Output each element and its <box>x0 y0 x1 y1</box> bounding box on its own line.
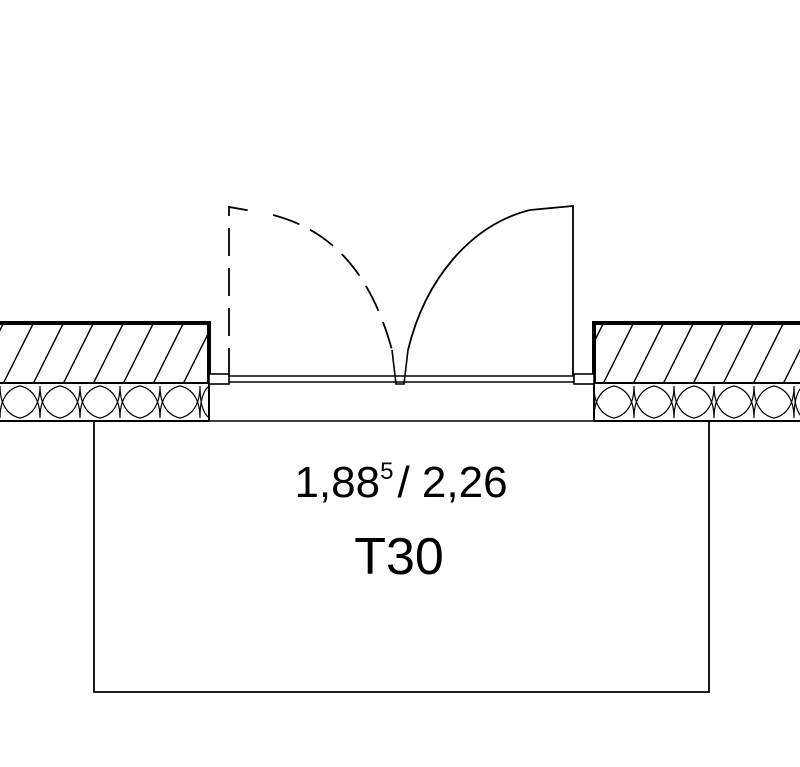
left-door-leaf <box>228 205 409 385</box>
door-frame <box>208 373 595 422</box>
door-label-box <box>93 421 710 693</box>
left-wall-masonry <box>0 321 211 384</box>
fire-rating-label: T30 <box>354 528 444 586</box>
right-door-leaf <box>407 205 574 376</box>
door-width-superscript: 5 <box>380 458 393 485</box>
right-wall-insulation <box>593 383 800 422</box>
door-size-label: 1,885/ 2,26 <box>294 458 507 507</box>
door-height-value: / 2,26 <box>397 458 507 507</box>
door-width-value: 1,88 <box>294 458 380 507</box>
right-wall-masonry <box>592 321 800 384</box>
left-wall-insulation <box>0 383 210 422</box>
